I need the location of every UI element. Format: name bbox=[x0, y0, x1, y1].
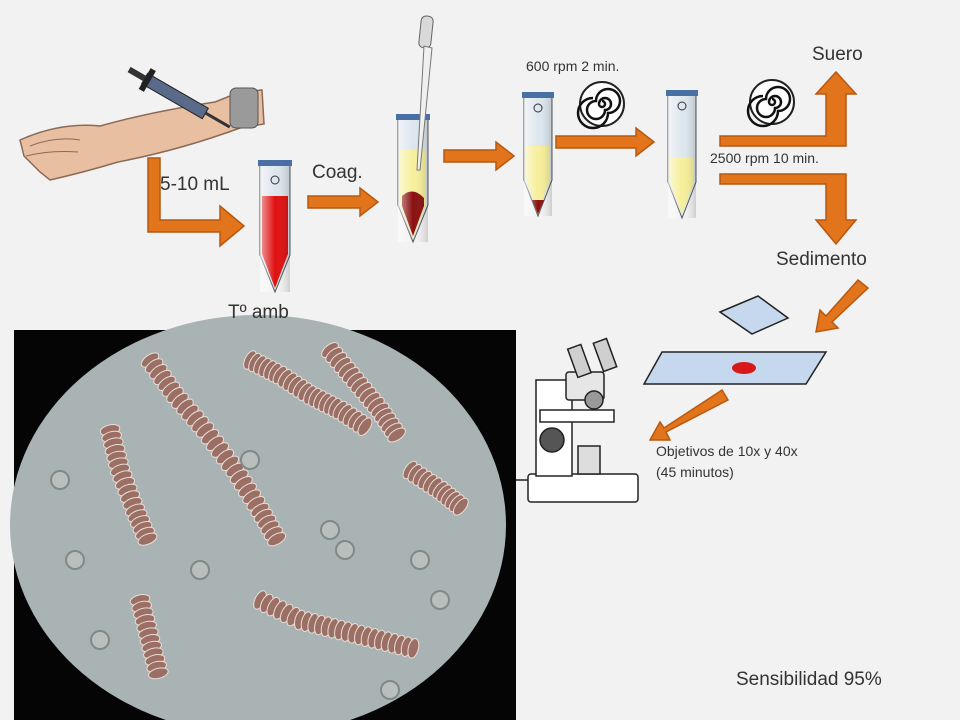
single-cell bbox=[430, 590, 450, 610]
label-volume: 5-10 mL bbox=[160, 174, 230, 195]
single-cell bbox=[190, 560, 210, 580]
tube-serum-icon bbox=[522, 92, 554, 218]
arrow-to-suero bbox=[719, 70, 858, 147]
rouleaux-cell bbox=[267, 532, 287, 547]
rouleaux-cell bbox=[407, 638, 420, 659]
label-coag: Coag. bbox=[312, 162, 363, 183]
arrow-to-slide bbox=[815, 278, 870, 333]
label-sensitivity: Sensibilidad 95% bbox=[736, 669, 882, 690]
tube-blood-icon bbox=[258, 160, 292, 294]
single-cell bbox=[240, 450, 260, 470]
single-cell bbox=[410, 550, 430, 570]
label-sediment: Sedimento bbox=[776, 249, 867, 270]
label-spin2: 2500 rpm 10 min. bbox=[710, 150, 819, 166]
single-cell bbox=[335, 540, 355, 560]
arrow-arm-to-tube bbox=[147, 157, 246, 248]
label-spin1: 600 rpm 2 min. bbox=[526, 58, 620, 74]
single-cell bbox=[320, 520, 340, 540]
slide-icon bbox=[642, 351, 828, 385]
coverslip-icon bbox=[718, 295, 790, 335]
arm-syringe-icon bbox=[19, 66, 265, 181]
single-cell bbox=[380, 680, 400, 700]
spiral-centrifuge-2-icon bbox=[746, 79, 795, 128]
rouleaux-cell bbox=[387, 427, 406, 443]
arrow-to-microscope bbox=[648, 388, 730, 441]
arrow-to-spin1 bbox=[443, 140, 516, 172]
pipette-icon bbox=[416, 15, 434, 171]
microscope-icon bbox=[516, 337, 639, 503]
tube-clot-icon bbox=[396, 114, 430, 244]
tube-serum-2-icon bbox=[666, 90, 698, 220]
label-objectives: Objetivos de 10x y 40x (45 minutos) bbox=[656, 443, 798, 480]
spiral-centrifuge-icon bbox=[576, 81, 625, 130]
single-cell bbox=[50, 470, 70, 490]
single-cell bbox=[90, 630, 110, 650]
arrow-to-clot bbox=[307, 186, 380, 218]
label-temperature: Tº amb bbox=[228, 302, 289, 323]
arrow-to-spin2 bbox=[555, 126, 656, 158]
arrow-to-sedimento bbox=[719, 173, 858, 246]
label-serum: Suero bbox=[812, 44, 863, 65]
single-cell bbox=[65, 550, 85, 570]
rouleaux-cell bbox=[137, 532, 158, 546]
micrograph-image bbox=[10, 315, 516, 720]
rouleaux-cell bbox=[452, 497, 469, 516]
rouleaux-cell bbox=[148, 667, 169, 680]
rouleaux-cell bbox=[357, 417, 373, 436]
